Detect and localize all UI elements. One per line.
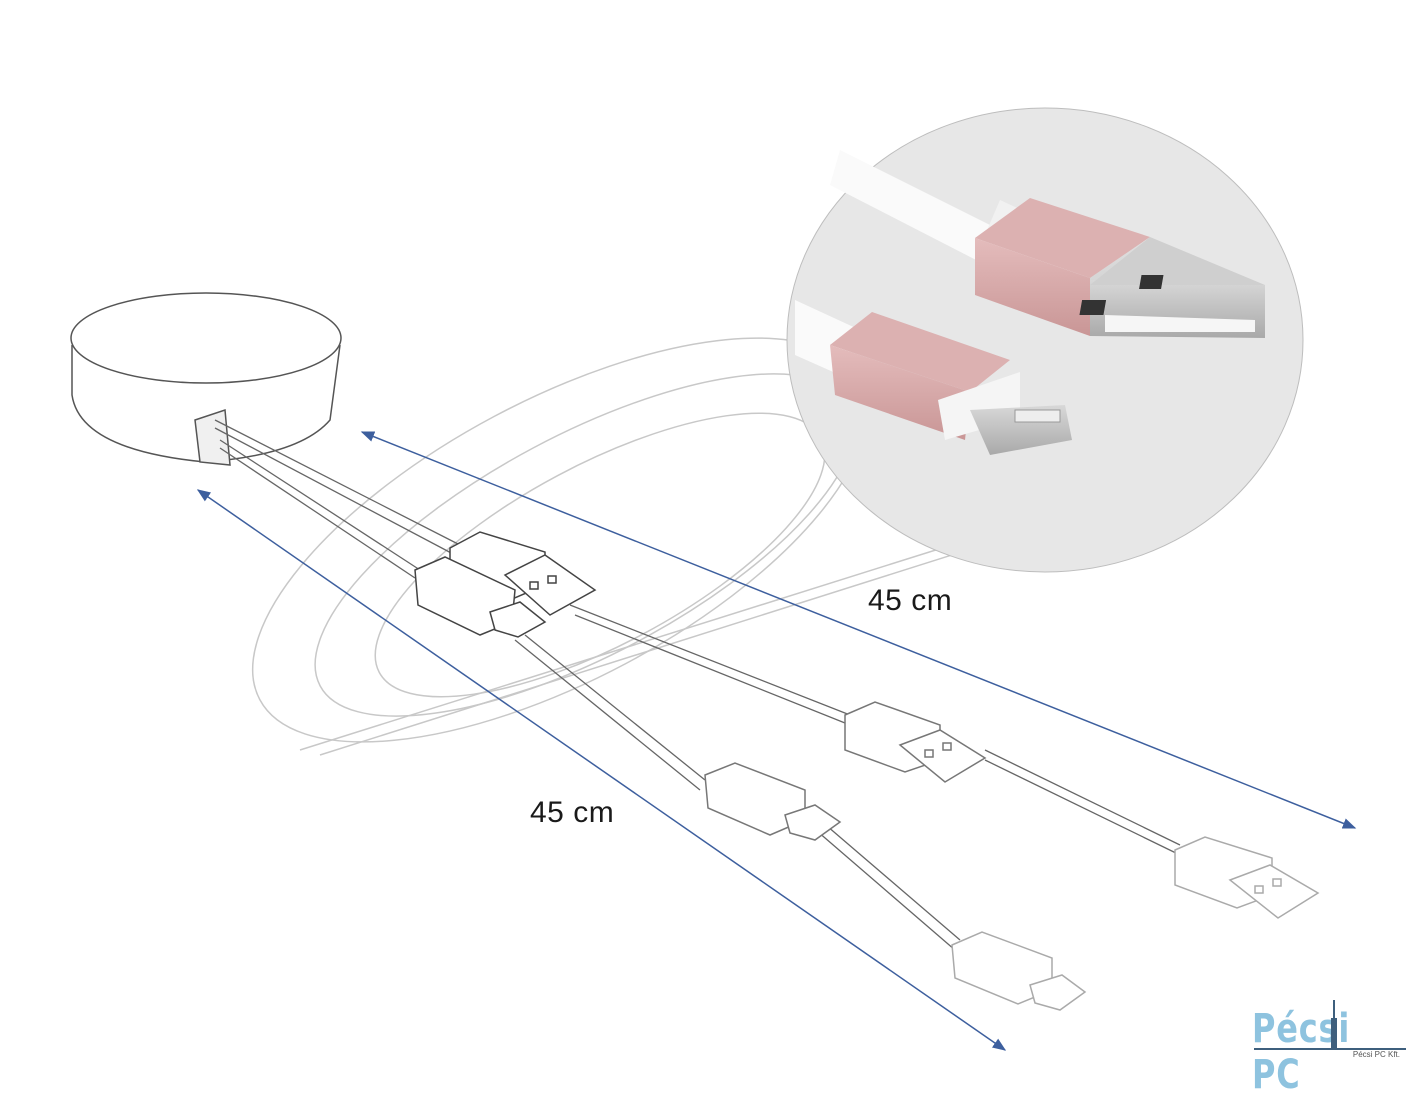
pecsi-pc-logo: Pécsi PC Pécsi PC Kft. bbox=[1252, 1000, 1412, 1098]
logo-subtitle: Pécsi PC Kft. bbox=[1352, 1050, 1400, 1059]
usb-c-plug-outline-mid bbox=[704, 762, 842, 841]
dimension-arrow-short bbox=[196, 489, 1007, 1051]
long-cable-length-label: 45 cm bbox=[868, 584, 953, 617]
tv-tower-icon bbox=[1331, 1000, 1337, 1048]
short-cable-length-label: 45 cm bbox=[530, 796, 615, 829]
detail-zoom-circle bbox=[786, 107, 1304, 573]
usb-a-plug-outline-mid bbox=[844, 701, 987, 783]
usb-a-plug-outline-end bbox=[1174, 836, 1320, 919]
usb-a-connector-photo bbox=[975, 198, 1265, 338]
logo-underline bbox=[1254, 1048, 1406, 1050]
usb-c-plug-outline-end bbox=[951, 931, 1087, 1011]
cable-reel-housing bbox=[70, 292, 342, 466]
